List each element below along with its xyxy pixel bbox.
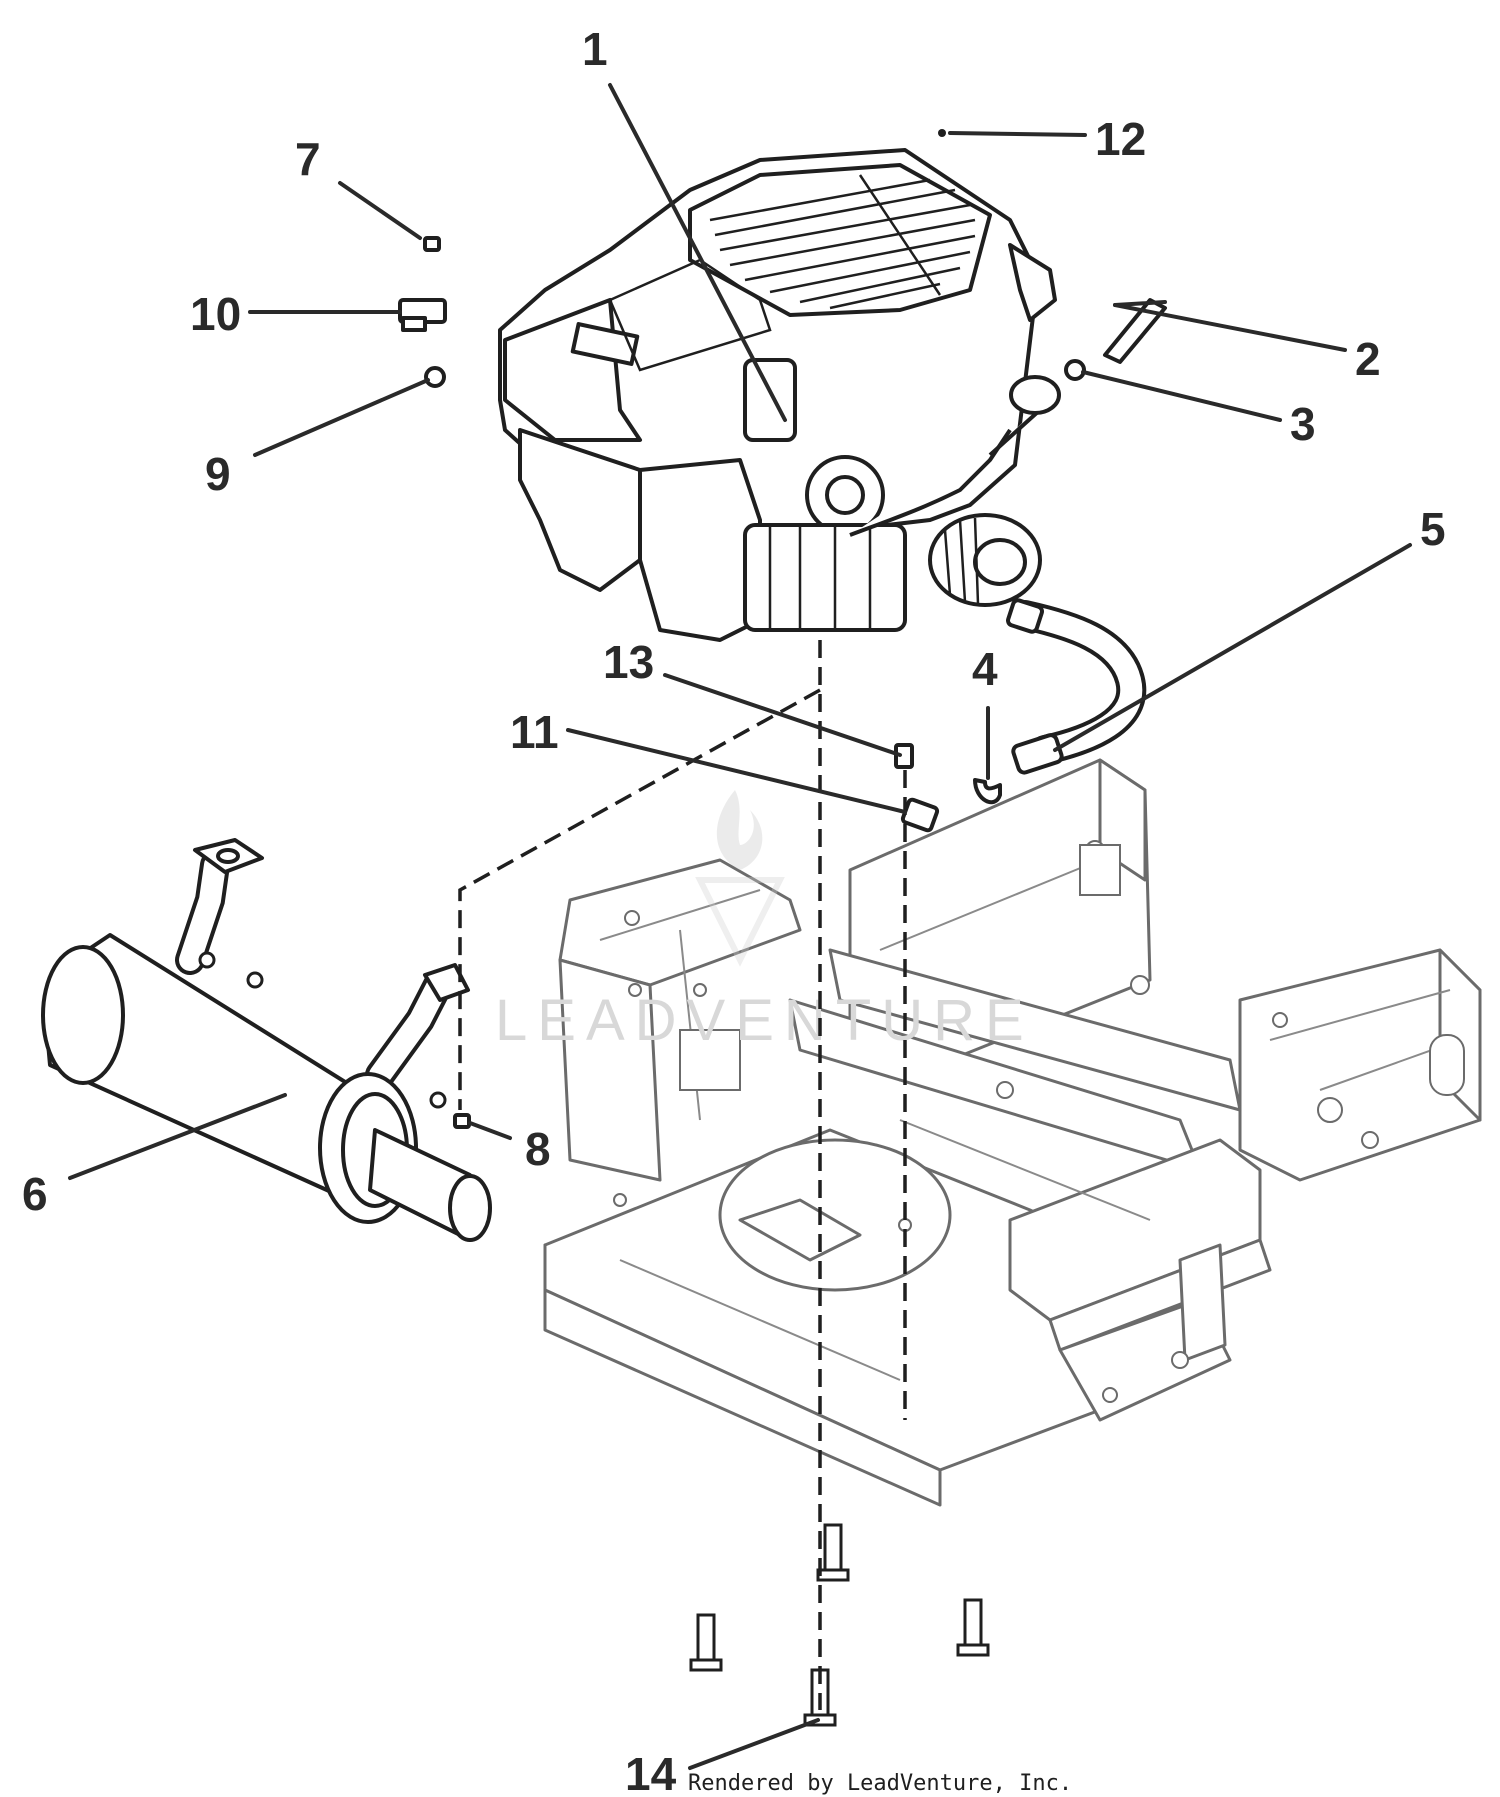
part-11-clamp — [900, 797, 940, 833]
watermark-text: LEADVENTURE — [495, 988, 1034, 1053]
callout-2: 2 — [1355, 333, 1381, 385]
callout-1: 1 — [582, 23, 608, 75]
callout-13: 13 — [603, 636, 654, 688]
part-12-marker — [938, 129, 946, 137]
leader-lines — [68, 83, 1412, 1770]
callout-7: 7 — [295, 133, 321, 185]
mower-frame — [543, 758, 1482, 1507]
watermark-flame-icon — [695, 790, 785, 967]
callout-6: 6 — [22, 1168, 48, 1220]
oil-filter — [928, 513, 1042, 607]
part-10-bracket — [398, 298, 447, 332]
part-6-muffler — [41, 838, 492, 1242]
mounting-bolts — [689, 1523, 990, 1727]
callout-11: 11 — [510, 706, 559, 758]
render-credit: Rendered by LeadVenture, Inc. — [688, 1771, 1072, 1796]
part-4-clip — [973, 778, 1002, 805]
callout-3: 3 — [1290, 398, 1316, 450]
part-9-nut — [424, 366, 446, 388]
part-5-fuel-hose — [1006, 598, 1147, 775]
part-2-dipstick-tube — [1103, 298, 1167, 364]
part-13-bolt — [894, 743, 914, 769]
callout-9: 9 — [205, 448, 231, 500]
part-8-screw — [453, 1113, 471, 1129]
part-7-screw — [423, 236, 441, 252]
callout-5: 5 — [1420, 503, 1446, 555]
engine-assembly — [498, 148, 1061, 642]
callout-4: 4 — [972, 643, 998, 695]
part-3-washer — [1064, 359, 1086, 381]
callout-labels: 1 2 3 4 5 6 7 8 9 10 11 12 13 14 — [22, 23, 1446, 1797]
callout-12: 12 — [1095, 113, 1146, 165]
assembly-lines — [458, 640, 907, 1710]
callout-14: 14 — [625, 1748, 677, 1797]
callout-10: 10 — [190, 288, 241, 340]
callout-8: 8 — [525, 1123, 551, 1175]
